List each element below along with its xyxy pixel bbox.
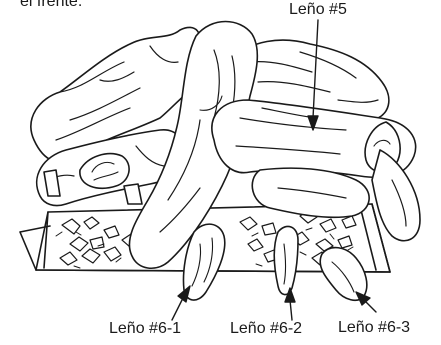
callout-leno-6-1: Leño #6-1 [109, 320, 181, 338]
callout-leno-5: Leño #5 [289, 1, 347, 19]
callout-leno-6-2: Leño #6-2 [230, 320, 302, 338]
callout-leno-6-3: Leño #6-3 [338, 319, 410, 337]
caption-fragment: el frente. [20, 0, 82, 11]
log-6-2 [274, 226, 298, 294]
leader-leno-6-2 [290, 300, 292, 320]
